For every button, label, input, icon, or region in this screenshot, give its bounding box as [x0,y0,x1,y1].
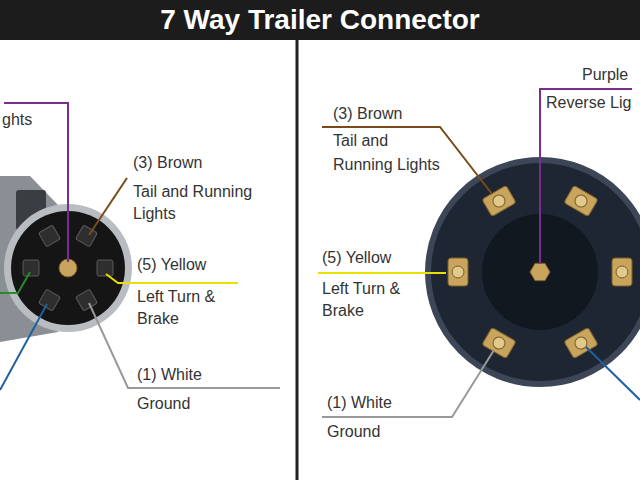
socket-rim [428,160,640,384]
terminal-screw-head [491,193,507,209]
white-leader [89,303,280,388]
center-terminal [530,263,550,280]
wire-label: Tail and Running Lights [133,181,283,225]
socket-illustration [318,89,640,417]
pin-slot [23,260,39,276]
panel-divider [296,40,299,480]
yellow-leader [318,272,446,274]
terminal-screw-head [491,335,507,351]
green-leader [0,272,30,293]
wire-label: (1) White [327,392,392,414]
pin-slot [76,289,98,311]
wire-label: (1) White [137,364,202,386]
terminal-screw-head [616,266,628,278]
wire-label: (3) Brown [333,103,402,125]
wire-label: (5) Yellow [322,247,391,269]
terminal-screw [612,258,632,286]
plug-illustration [0,103,280,390]
terminal-screw [564,185,598,216]
wire-label: Purple [582,64,628,86]
terminal-screw-head [573,193,589,209]
wire-label: Tail and Running Lights [333,129,445,177]
wire-label: ghts [2,109,32,131]
pin-slot [39,289,61,311]
pin-slot [97,260,113,276]
wire-label: (5) Yellow [137,254,206,276]
wire-label: Left Turn & Brake [137,286,227,330]
brown-leader [322,127,492,194]
terminal-screw [448,258,468,286]
terminal-screw [482,185,516,216]
wire-label: Ground [327,421,380,443]
purple-leader [540,89,632,264]
wire-label: (3) Brown [133,152,202,174]
terminal-screw-head [452,266,464,278]
wire-label: Reverse Lig [546,92,631,114]
brown-leader [89,178,127,235]
wire-label: Ground [137,393,190,415]
blue-leader [0,304,47,390]
wire-label: Left Turn & Brake [322,278,412,322]
yellow-leader [106,274,238,283]
white-leader [322,350,494,417]
blue-leader [586,347,640,400]
diagram-title: 7 Way Trailer Connector [0,0,640,40]
pin-slot [39,225,61,247]
terminal-screw [482,327,516,358]
